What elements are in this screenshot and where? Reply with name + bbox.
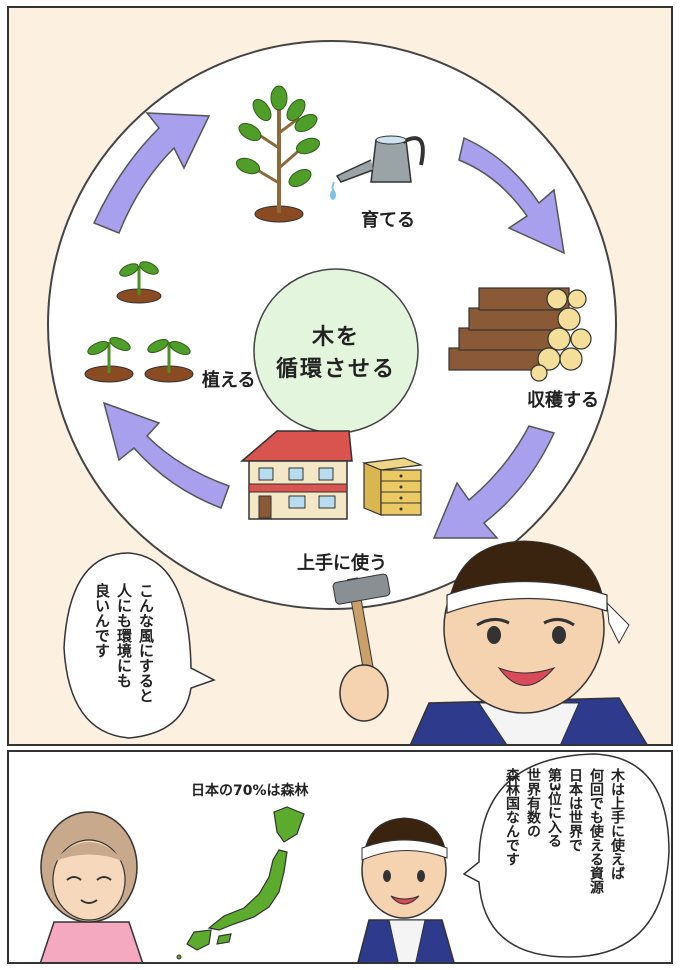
- speech-right-line-5: 世界有数の: [525, 768, 541, 838]
- step-harvest-label: 収穫する: [527, 390, 599, 411]
- arrow-bottom-left: [102, 401, 230, 509]
- young-tree-icon: [235, 85, 321, 223]
- seedling-icon-1: [116, 261, 162, 304]
- center-line2: 循環させる: [275, 357, 396, 382]
- arrow-top-left: [92, 112, 211, 234]
- house-icon: [239, 430, 353, 520]
- panel-forest: 日本の70%は森林: [7, 750, 673, 964]
- step-plant-label: 植える: [202, 370, 256, 391]
- speech-left-text: こんな風にすると 人にも環境にも 良いんです: [91, 583, 157, 703]
- speech-left-line-2: 人にも環境にも: [115, 583, 133, 688]
- arrow-bottom-right: [432, 425, 556, 539]
- japan-map-icon: [176, 806, 305, 960]
- speech-right-line-6: 森林国なんです: [504, 768, 520, 866]
- center-line1: 木を: [311, 325, 360, 350]
- carpenter-character: [332, 540, 648, 744]
- center-text: 木を 循環させる: [251, 266, 421, 436]
- speech-right-line-1: 木は上手に使えば: [609, 768, 625, 880]
- carpenter-small-character: [357, 817, 455, 962]
- speech-left-line-1: こんな風にすると: [137, 583, 155, 703]
- log-pile-icon: [448, 287, 592, 382]
- speech-right-line-3: 日本は世界で: [567, 768, 583, 852]
- speech-right-text: 木は上手に使えば 何回でも使える資源 日本は世界で 第3位に入る 世界有数の 森…: [501, 768, 627, 894]
- drawer-chest-icon: [361, 457, 424, 516]
- panel-cycle: 木を 循環させる: [7, 6, 673, 746]
- watering-can-icon: [330, 135, 425, 200]
- speech-right-line-2: 何回でも使える資源: [588, 768, 604, 894]
- speech-bubble-left: [63, 552, 216, 739]
- speech-left-line-3: 良いんです: [93, 583, 111, 658]
- arrow-top-right: [458, 136, 565, 255]
- seedling-icon-3: [144, 339, 194, 383]
- map-label: 日本の70%は森林: [191, 783, 309, 799]
- step-grow-label: 育てる: [361, 210, 415, 231]
- speech-bubble-right: [462, 753, 670, 958]
- speech-right-line-4: 第3位に入る: [546, 768, 562, 848]
- seedling-icon-2: [84, 337, 134, 383]
- girl-character: [39, 811, 144, 962]
- step-use-label: 上手に使う: [297, 553, 387, 574]
